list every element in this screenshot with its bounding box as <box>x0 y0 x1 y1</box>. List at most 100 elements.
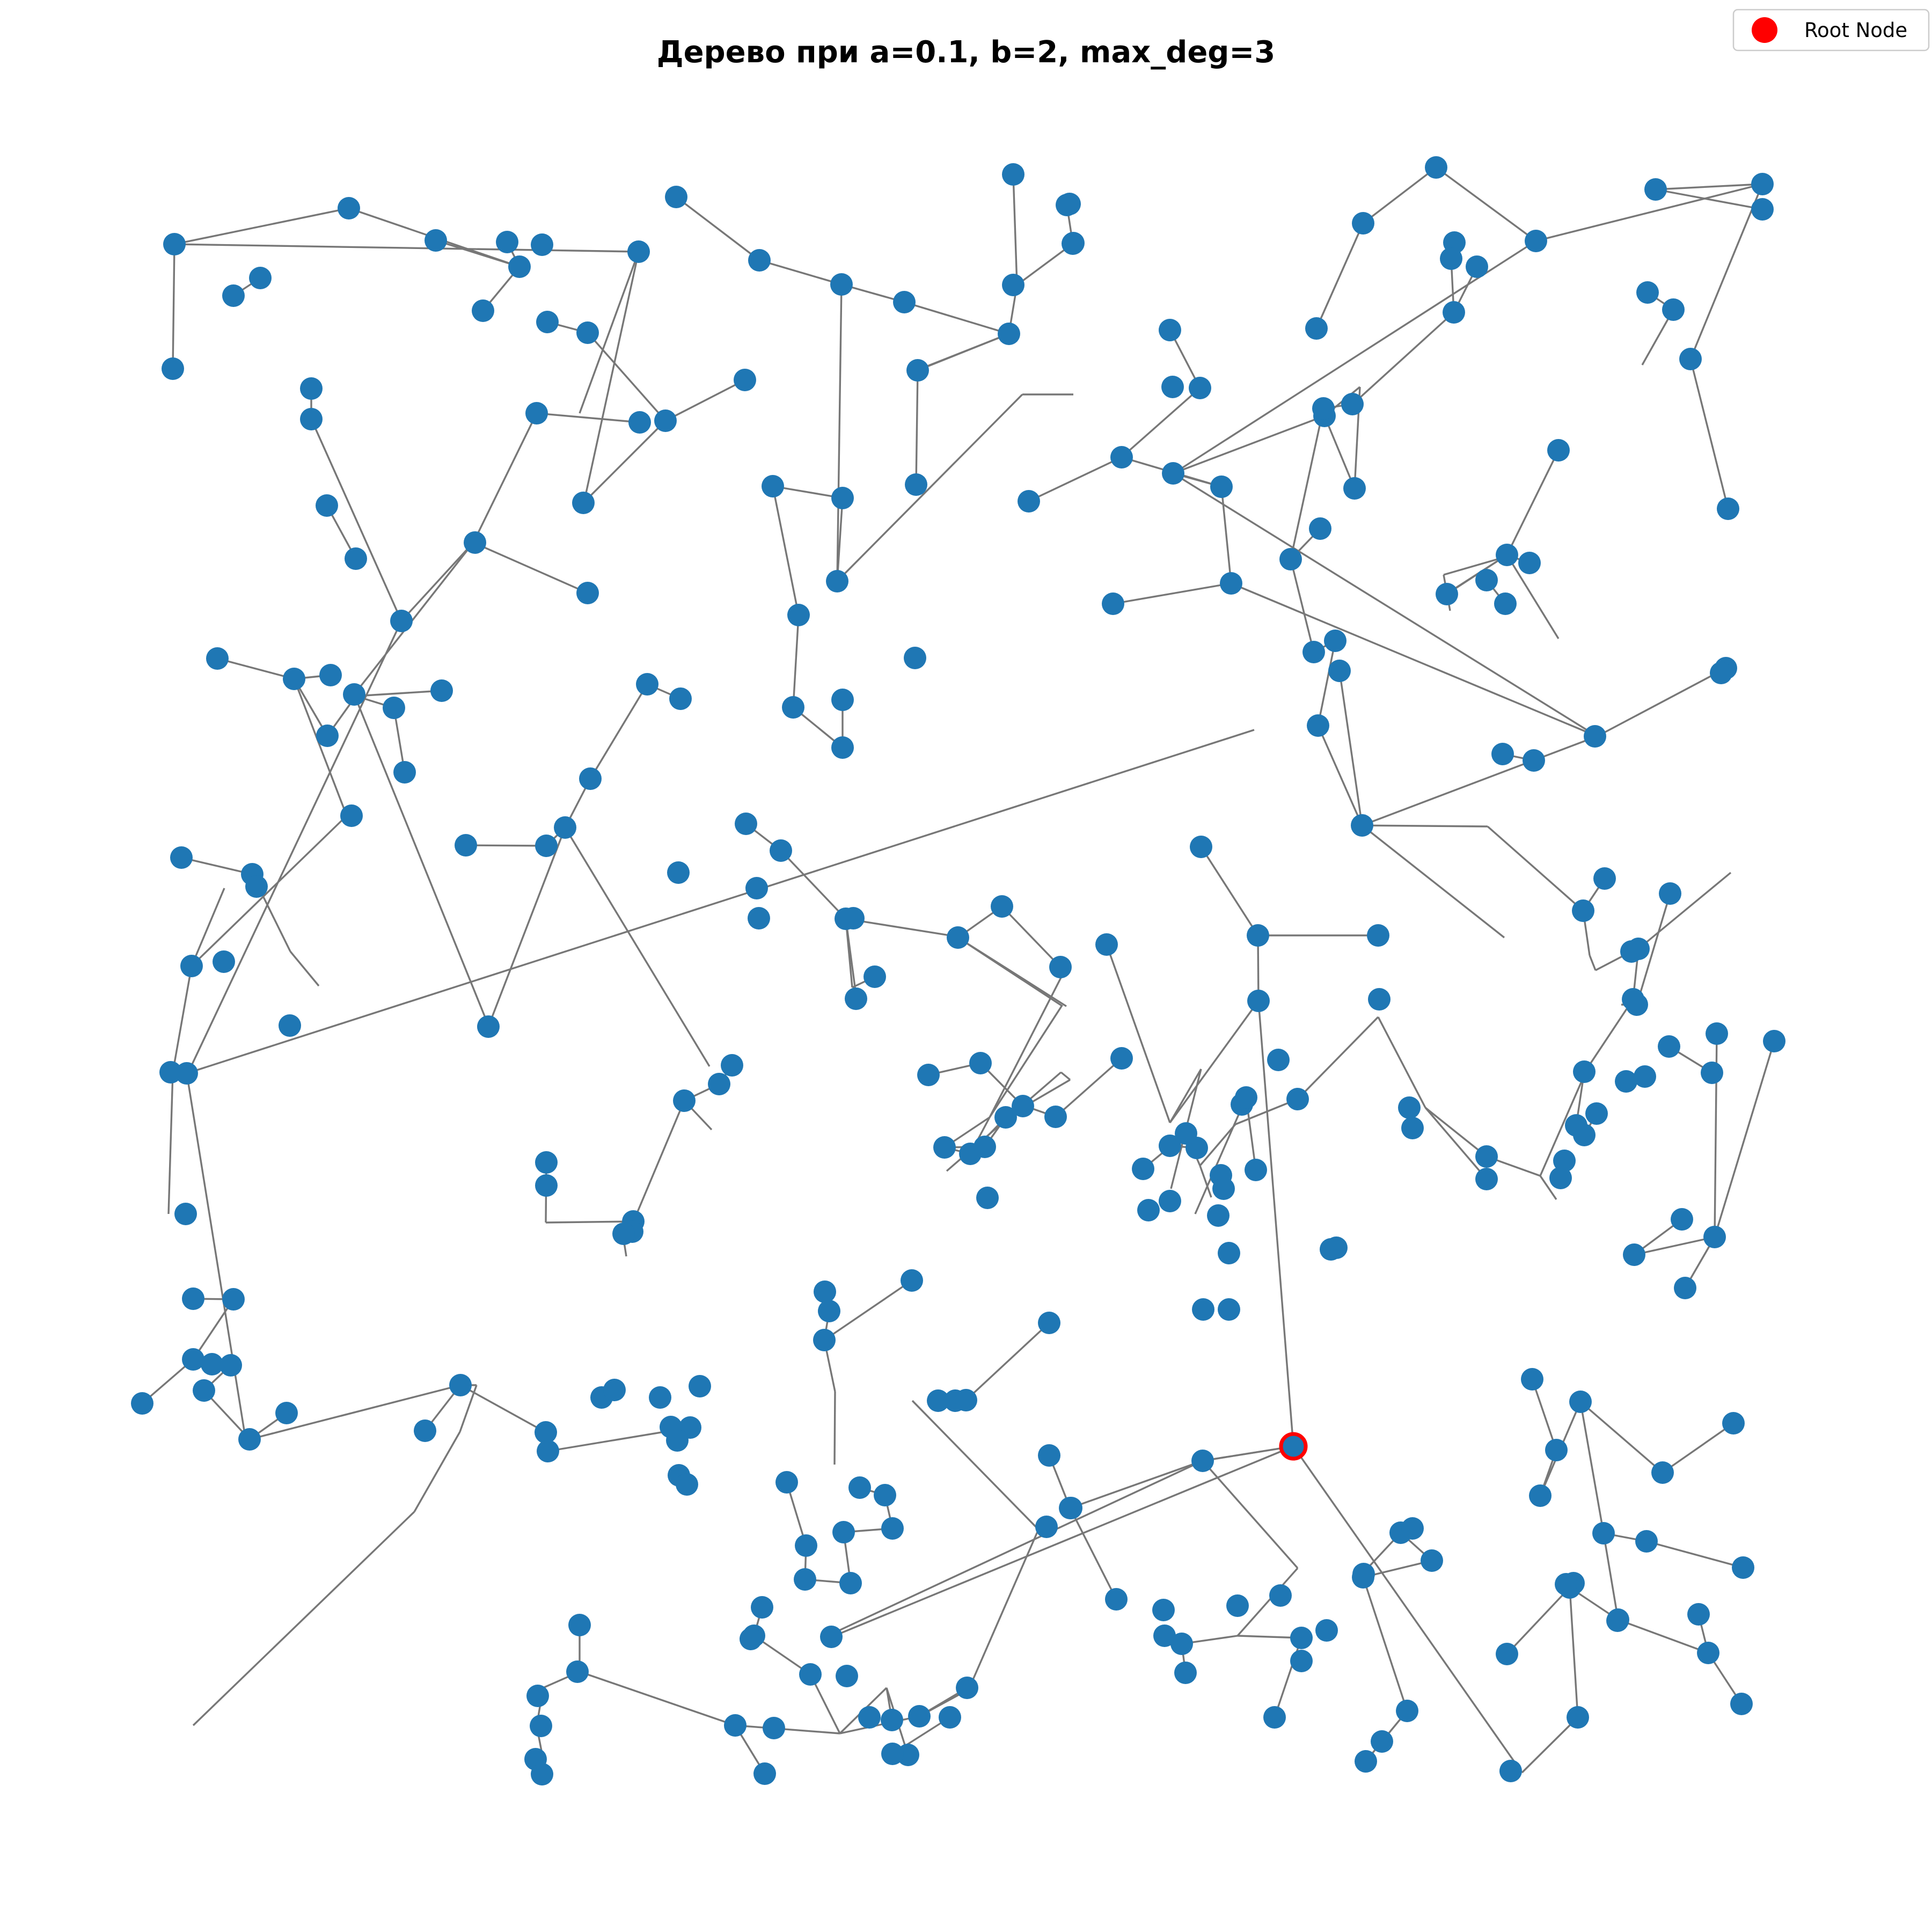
tree-node <box>1189 377 1211 399</box>
tree-node <box>835 908 857 930</box>
tree-node <box>1494 592 1517 615</box>
tree-edge <box>1377 1016 1426 1108</box>
tree-node <box>1192 1298 1214 1321</box>
tree-node <box>1290 1650 1313 1672</box>
tree-node <box>1325 1236 1348 1259</box>
tree-node <box>603 1379 626 1401</box>
tree-node <box>627 240 650 263</box>
tree-node <box>794 1568 816 1591</box>
tree-edge <box>1202 1460 1299 1569</box>
tree-node <box>319 664 342 686</box>
tree-node <box>770 839 792 862</box>
tree-node <box>1703 1226 1726 1248</box>
tree-node <box>628 411 651 434</box>
tree-node <box>1352 212 1374 235</box>
tree-node <box>763 1717 785 1739</box>
tree-edge <box>174 207 349 245</box>
tree-edge <box>965 1322 1050 1401</box>
tree-node <box>1491 743 1514 765</box>
tree-node <box>1398 1096 1421 1119</box>
tree-edge <box>1069 1507 1117 1600</box>
tree-edge <box>293 678 348 816</box>
tree-node <box>536 311 559 333</box>
tree-node <box>1701 1062 1723 1084</box>
tree-edge <box>1655 183 1763 191</box>
tree-edge <box>753 1635 811 1675</box>
tree-node <box>1220 572 1242 595</box>
tree-node <box>1475 1145 1498 1168</box>
tree-node <box>414 1419 436 1442</box>
tree-node <box>572 492 595 514</box>
tree-edge <box>1173 472 1598 737</box>
tree-edge <box>1175 240 1536 473</box>
tree-node <box>917 1064 940 1086</box>
tree-node <box>874 1484 896 1506</box>
tree-node <box>1324 630 1346 652</box>
tree-edge <box>1317 725 1363 826</box>
tree-node <box>526 1685 549 1707</box>
tree-node <box>956 1677 978 1699</box>
tree-node <box>1137 1199 1160 1221</box>
tree-node <box>1307 714 1329 737</box>
tree-node <box>1060 1497 1082 1519</box>
tree-node <box>839 1572 862 1594</box>
tree-edge <box>1292 1446 1523 1773</box>
tree-node <box>1475 569 1498 591</box>
tree-node <box>1396 1700 1418 1722</box>
tree-node <box>1035 1516 1058 1538</box>
tree-node <box>1401 1517 1424 1540</box>
tree-node <box>832 1521 855 1543</box>
tree-edge <box>289 950 320 987</box>
tree-node <box>1002 163 1024 186</box>
tree-node <box>1312 397 1335 420</box>
tree-edge <box>1016 243 1074 286</box>
tree-edge <box>1290 559 1315 653</box>
tree-edge <box>1362 166 1437 224</box>
tree-node <box>383 697 405 719</box>
tree-node <box>1763 1030 1785 1052</box>
tree-node <box>836 1665 858 1687</box>
tree-edge <box>1338 670 1363 826</box>
tree-node <box>464 531 486 554</box>
tree-edge <box>1323 415 1356 489</box>
tree-node <box>449 1374 472 1396</box>
tree-node <box>279 1014 301 1037</box>
tree-node <box>180 955 203 977</box>
tree-node <box>1212 1177 1235 1200</box>
tree-edge <box>1506 1586 1571 1655</box>
tree-edge <box>989 967 1067 1118</box>
tree-edge <box>1106 944 1171 1123</box>
tree-node <box>1132 1158 1154 1180</box>
tree-edge <box>589 684 648 779</box>
tree-node <box>316 724 339 747</box>
tree-edge <box>579 251 640 414</box>
tree-edge <box>564 827 711 1067</box>
tree-node <box>1496 1643 1518 1665</box>
tree-node <box>1159 1135 1181 1157</box>
tree-node <box>1191 1450 1214 1472</box>
tree-node <box>283 668 305 690</box>
tree-node <box>1305 317 1328 340</box>
tree-edge <box>1579 1401 1664 1474</box>
tree-node <box>1343 477 1366 500</box>
tree-node <box>1440 247 1462 270</box>
tree-node <box>974 1136 996 1158</box>
tree-node <box>531 1763 553 1785</box>
tree-node <box>1523 749 1545 772</box>
tree-node <box>881 1709 903 1731</box>
tree-edge <box>1231 582 1598 737</box>
tree-node <box>535 1174 558 1197</box>
tree-node <box>1159 319 1181 341</box>
tree-node <box>193 1379 215 1402</box>
tree-node <box>249 267 272 289</box>
tree-edge <box>1173 415 1325 474</box>
tree-node <box>182 1287 204 1310</box>
tree-node <box>1592 1522 1615 1545</box>
tree-node <box>1662 298 1685 321</box>
tree-edge <box>413 1431 461 1512</box>
tree-node <box>1038 1312 1060 1334</box>
tree-edge <box>191 815 348 967</box>
tree-node <box>1622 988 1644 1011</box>
tree-edge <box>1689 184 1763 360</box>
